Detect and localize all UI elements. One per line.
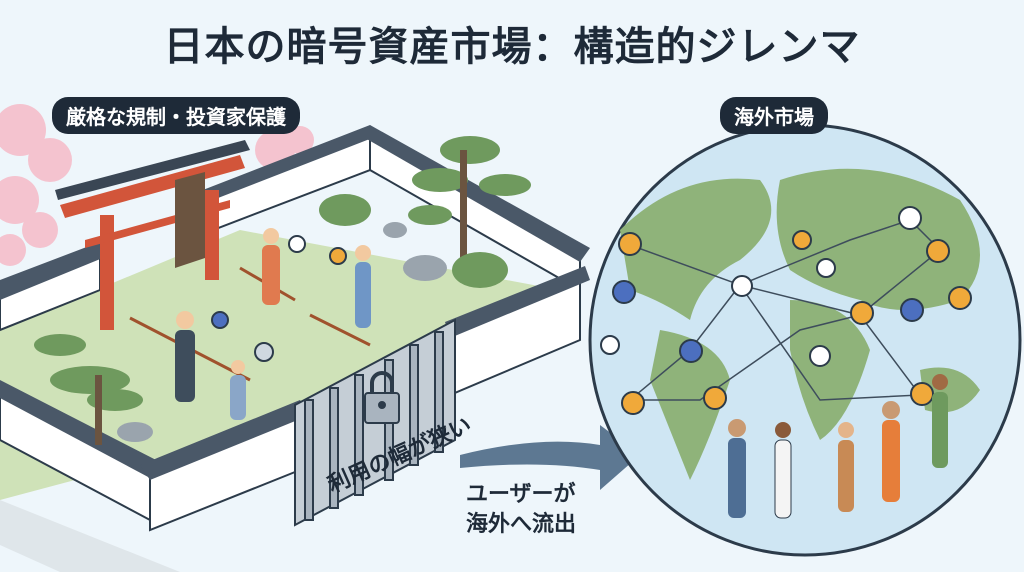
outflow-arrow	[460, 425, 640, 490]
crypto-coin-icon	[211, 311, 229, 329]
user-outflow-label: ユーザーが 海外へ流出	[466, 480, 576, 540]
crypto-coin-icon	[731, 275, 753, 297]
locked-gate	[294, 318, 456, 527]
regulation-label: 厳格な規制・投資家保護	[52, 97, 300, 134]
overseas-market-label: 海外市場	[720, 97, 828, 134]
litecoin-coin-icon	[679, 339, 703, 363]
crypto-coin-icon	[850, 301, 874, 325]
crypto-coin-icon	[900, 298, 924, 322]
overseas-people	[728, 374, 948, 519]
garden-people	[175, 228, 371, 420]
crypto-coin-icon	[792, 230, 812, 250]
page-title: 日本の暗号資産市場：構造的ジレンマ	[163, 24, 861, 70]
bitcoin-coin-icon	[910, 382, 934, 406]
bitcoin-coin-icon	[703, 386, 727, 410]
world-globe	[588, 123, 1022, 557]
dash-coin-icon	[618, 232, 642, 256]
rocks	[117, 222, 447, 442]
ethereum-coin-icon	[816, 258, 836, 278]
bitcoin-coin-icon	[329, 247, 347, 265]
torii-gate	[55, 140, 250, 330]
bitcoin-coin-icon	[621, 391, 645, 415]
ethereum-coin-icon	[809, 345, 831, 367]
bitcoin-coin-icon	[926, 239, 950, 263]
crypto-coin-icon	[600, 335, 620, 355]
crypto-coin-icon	[948, 286, 972, 310]
pine-tree	[34, 136, 531, 445]
crypto-coin-icon	[254, 342, 274, 362]
ethereum-coin-icon	[288, 235, 306, 253]
user-outflow-line1: ユーザーが	[466, 482, 576, 507]
crypto-coin-icon	[612, 280, 636, 304]
ethereum-coin-icon	[898, 206, 922, 230]
user-outflow-line2: 海外へ流出	[466, 512, 577, 537]
padlock-icon	[364, 371, 400, 424]
